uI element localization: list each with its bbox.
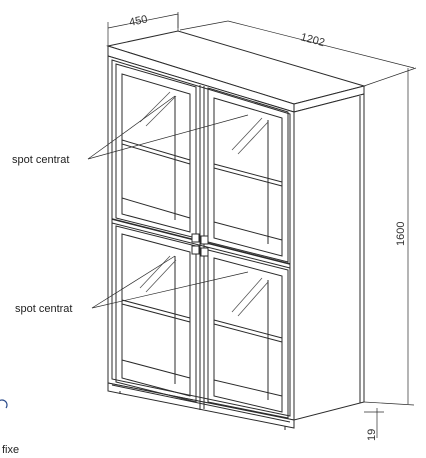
door-upper-right — [207, 87, 289, 263]
cabinet-top — [106, 30, 366, 113]
callout-label-upper: spot centrat — [12, 154, 69, 166]
cabinet-side-panel — [293, 93, 365, 421]
callout-leaders — [87, 95, 249, 309]
callout-label-lower: spot centrat — [15, 303, 72, 315]
height-dimension-label: 1600 — [395, 222, 407, 246]
cropped-text-fragment: fixe — [2, 444, 19, 456]
door-lower-right — [207, 249, 289, 419]
glass-reflections — [139, 91, 269, 317]
door-lower-left — [115, 225, 197, 403]
door-handles — [191, 233, 209, 257]
dimension-lines — [107, 12, 417, 438]
depth-dimension-label: 450 — [128, 13, 148, 29]
width-dimension-label: 1202 — [299, 31, 326, 49]
cropped-mark — [0, 399, 8, 409]
plinth-dimension-label: 19 — [366, 429, 378, 441]
